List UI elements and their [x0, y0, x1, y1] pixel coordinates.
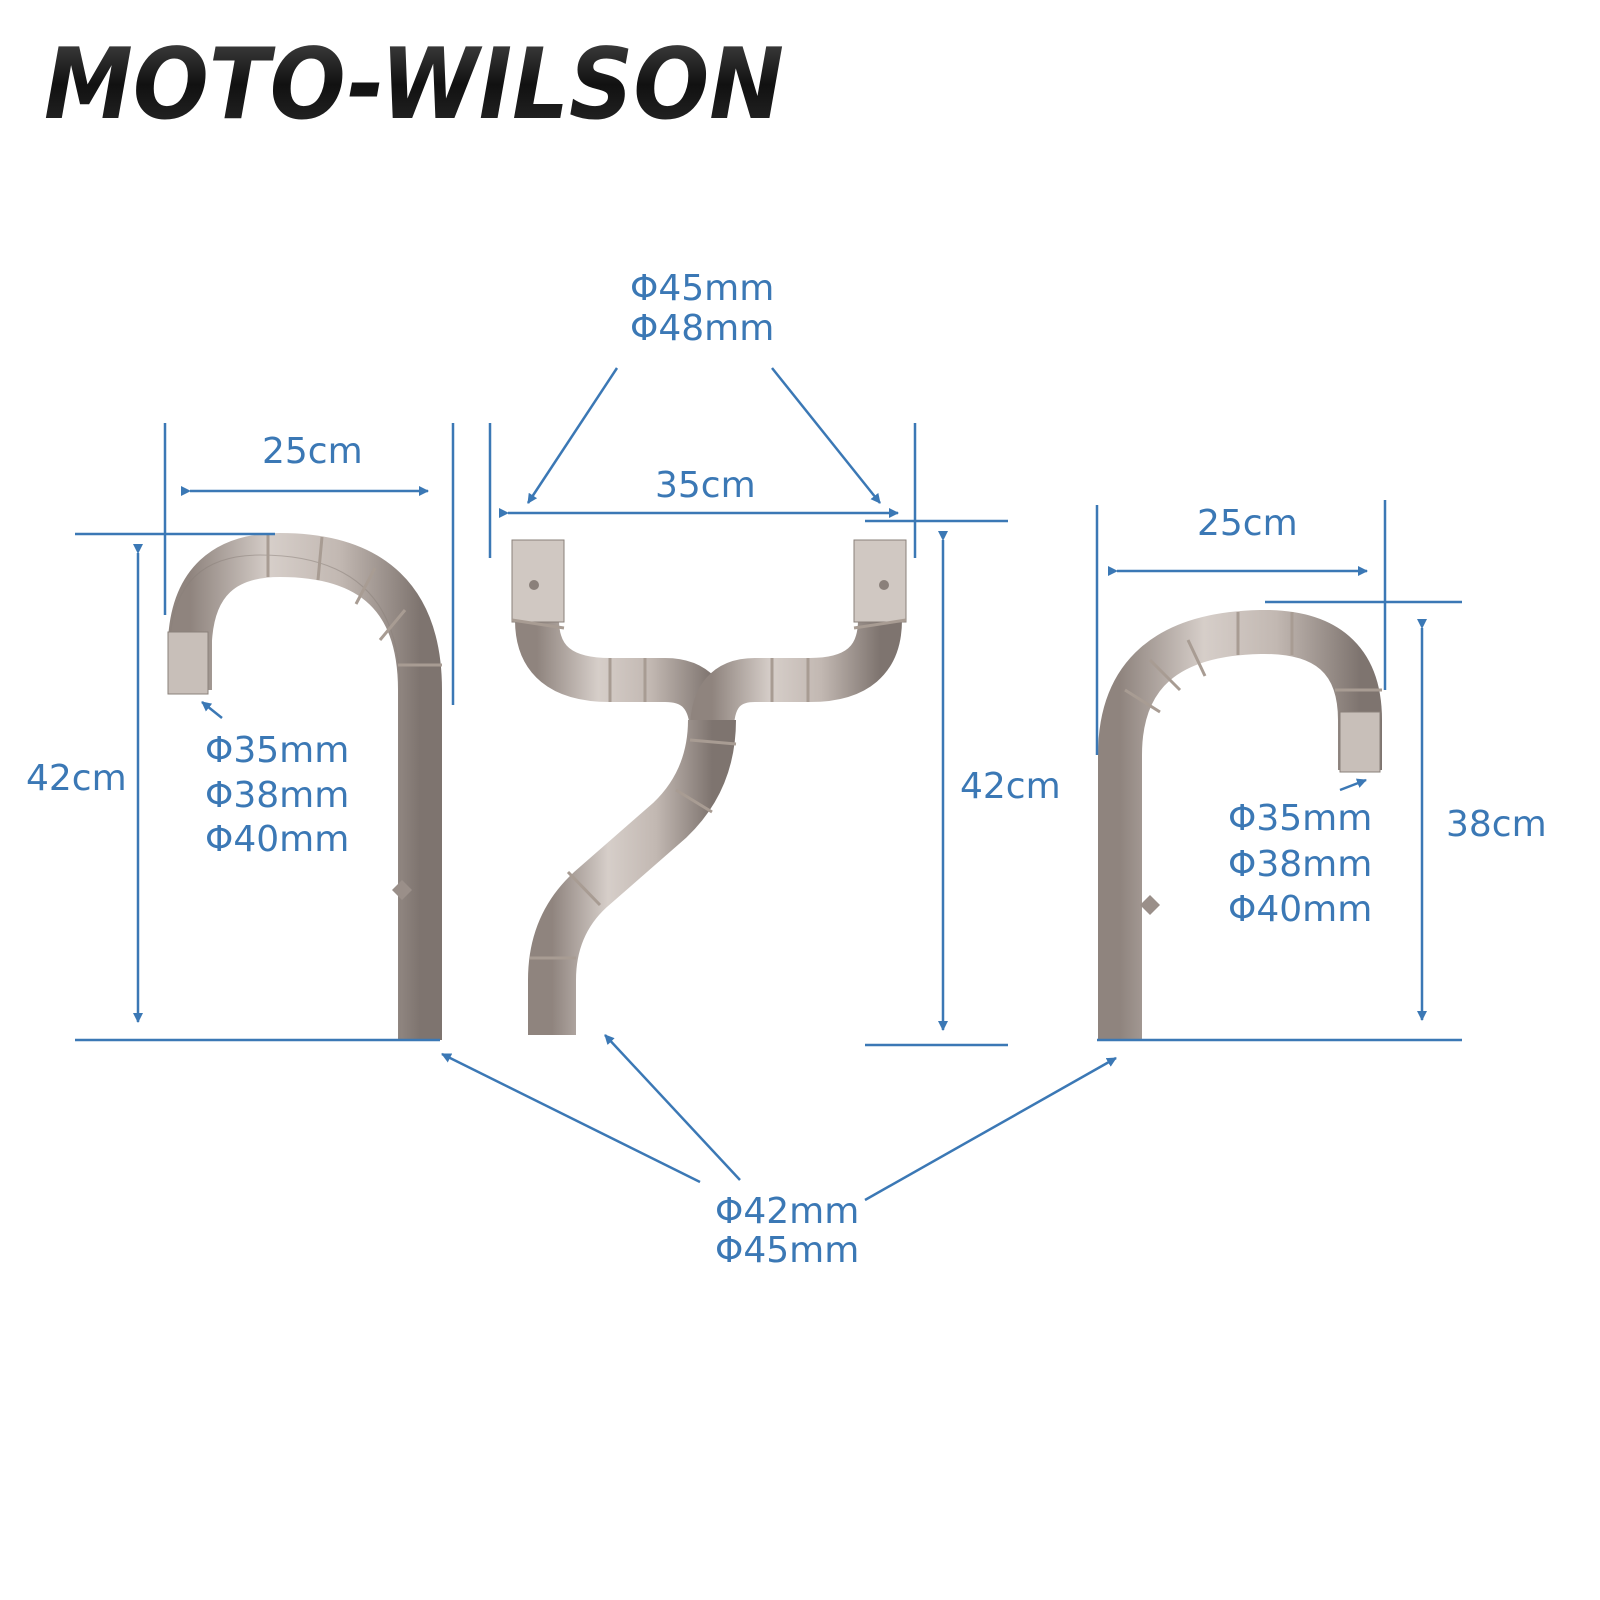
middle-height-label: 42cm — [960, 766, 1061, 807]
right-inlet-pointer — [1339, 778, 1367, 792]
right-height-label: 38cm — [1446, 804, 1547, 845]
middle-pipe-right-branch — [690, 540, 902, 731]
outlet-right-pointer — [864, 1056, 1117, 1202]
right-pipe-body — [1098, 609, 1382, 1040]
outlet-callout: Φ42mm Φ45mm — [441, 1034, 1117, 1271]
brand-logo: MOTO-WILSON — [44, 28, 784, 142]
right-pipe-dimensions: 25cm 38cm Φ35mm Φ38mm Φ40mm — [1095, 500, 1547, 1042]
middle-top-right-pointer — [771, 367, 881, 504]
middle-y-pipe — [511, 539, 907, 1035]
left-height-label: 42cm — [26, 758, 127, 799]
left-inlet-size-3: Φ40mm — [205, 819, 349, 860]
middle-top-size-1: Φ45mm — [630, 268, 774, 309]
outlet-left-pointer — [441, 1052, 701, 1184]
middle-width-label: 35cm — [655, 465, 756, 506]
left-inlet-size-1: Φ35mm — [205, 730, 349, 771]
left-inlet-size-2: Φ38mm — [205, 775, 349, 816]
middle-top-left-pointer — [526, 367, 619, 504]
right-inlet-size-1: Φ35mm — [1228, 798, 1372, 839]
outlet-middle-pointer — [604, 1034, 741, 1181]
right-pipe — [1098, 609, 1382, 1040]
brand-logo-text: MOTO-WILSON — [44, 28, 784, 142]
left-pipe — [167, 532, 442, 1040]
middle-pipe-dimensions: Φ45mm Φ48mm 35cm 42cm — [488, 268, 1061, 1047]
right-inlet-size-3: Φ40mm — [1228, 889, 1372, 930]
middle-top-size-2: Φ48mm — [630, 308, 774, 349]
left-width-label: 25cm — [262, 431, 363, 472]
left-pipe-body — [168, 532, 442, 1040]
left-pipe-dimensions: 25cm 42cm Φ35mm Φ38mm Φ40mm — [26, 423, 455, 1042]
right-inlet-size-2: Φ38mm — [1228, 844, 1372, 885]
outlet-size-2: Φ45mm — [715, 1230, 859, 1271]
middle-pipe-stem — [528, 719, 736, 1035]
right-width-label: 25cm — [1197, 503, 1298, 544]
left-inlet-pointer — [201, 701, 223, 719]
outlet-size-1: Φ42mm — [715, 1191, 859, 1232]
